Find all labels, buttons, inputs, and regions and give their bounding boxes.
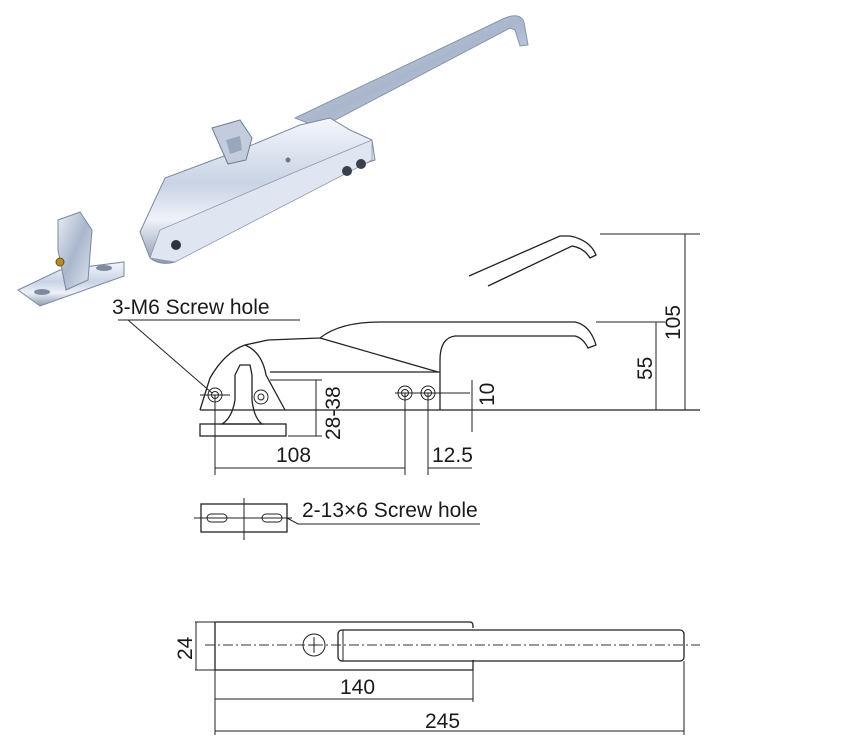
callout-2-13x6-screw-hole: 2-13×6 Screw hole: [302, 499, 478, 522]
dim-28-38: 28-38: [322, 386, 345, 440]
top-view-drawing: 24 140 245: [174, 621, 700, 735]
callout-3-m6-screw-hole: 3-M6 Screw hole: [112, 296, 270, 319]
side-view-drawing: 3-M6 Screw hole 108 12.5 28-38 10 55 105: [112, 233, 700, 475]
dim-245: 245: [425, 710, 460, 733]
slot-hole-1: [206, 513, 228, 523]
screw-hole-2: [253, 389, 269, 405]
dim-10: 10: [476, 383, 499, 406]
dim-108: 108: [276, 444, 311, 467]
slot-hole-2: [261, 513, 283, 523]
strike-base-drawing: 2-13×6 Screw hole: [194, 498, 480, 540]
dim-55: 55: [634, 357, 657, 380]
dim-12-5: 12.5: [432, 444, 473, 467]
product-photo-latch: [139, 15, 529, 264]
dim-140: 140: [340, 676, 375, 699]
dim-24: 24: [174, 636, 197, 660]
product-photo-strike: [17, 211, 125, 307]
key-cylinder-icon: [302, 633, 326, 657]
dim-105: 105: [662, 305, 685, 340]
